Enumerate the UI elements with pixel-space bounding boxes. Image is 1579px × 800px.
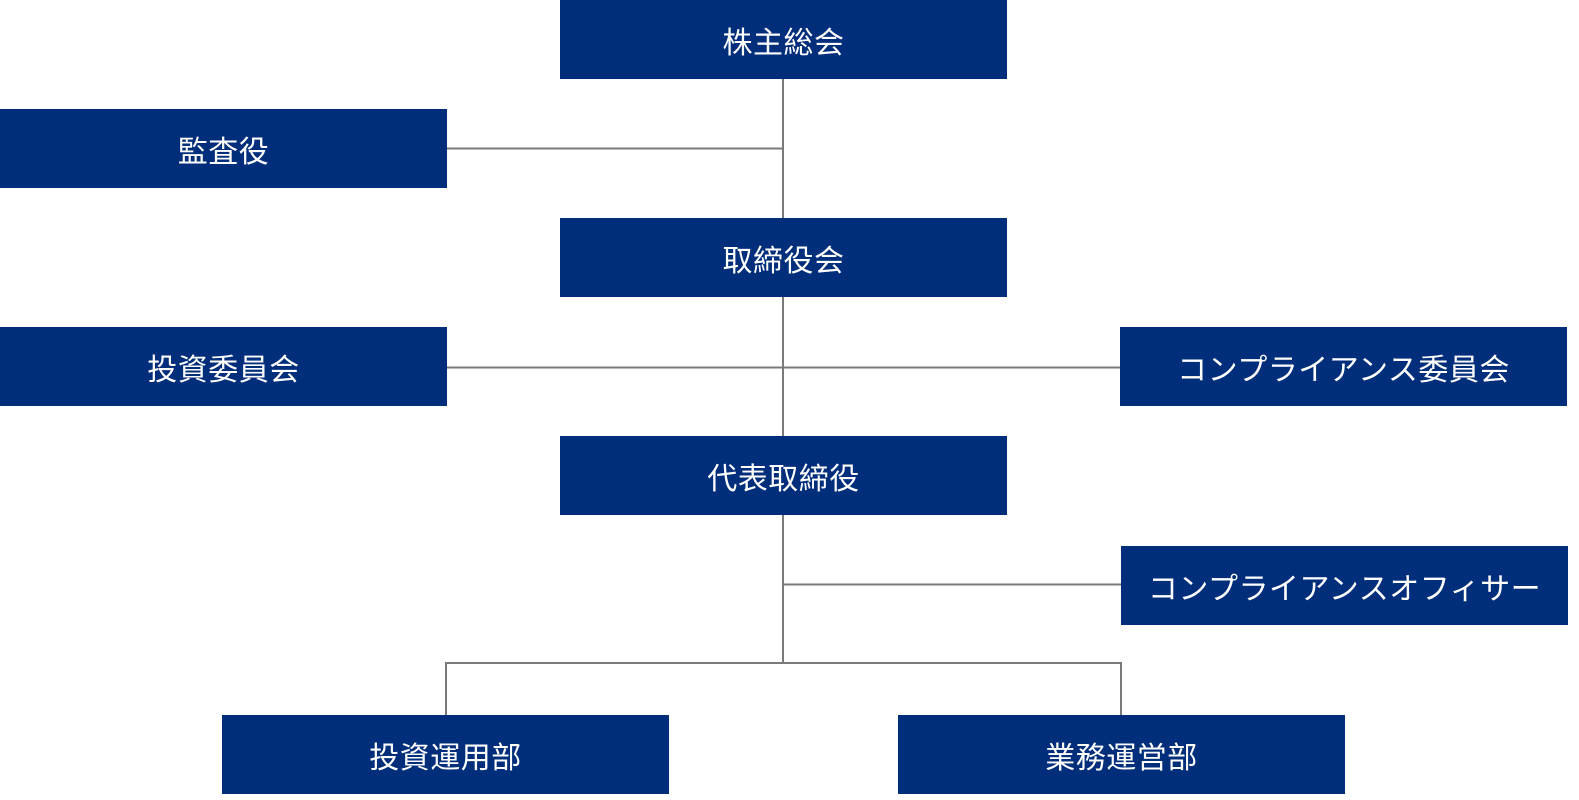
node-board-of-directors: 取締役会: [560, 218, 1007, 297]
node-shareholders-meeting: 株主総会: [560, 0, 1007, 79]
node-compliance-committee: コンプライアンス委員会: [1120, 327, 1567, 406]
node-business-operations-dept: 業務運営部: [898, 715, 1345, 794]
node-investment-management-dept: 投資運用部: [222, 715, 669, 794]
node-investment-committee: 投資委員会: [0, 327, 447, 406]
node-representative-director: 代表取締役: [560, 436, 1007, 515]
node-compliance-officer: コンプライアンスオフィサー: [1121, 546, 1568, 625]
node-auditor: 監査役: [0, 109, 447, 188]
